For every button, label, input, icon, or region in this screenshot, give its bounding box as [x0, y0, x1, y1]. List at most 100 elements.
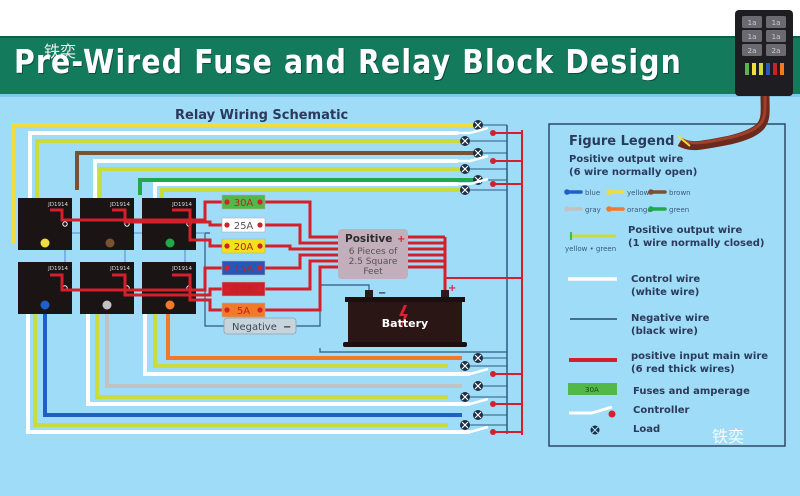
- fuse-amperage-label: 15A: [234, 264, 254, 275]
- load-icon: [473, 353, 483, 363]
- legend-color-swatch-dot: [564, 206, 570, 212]
- load-icon: [473, 381, 483, 391]
- load-icon: [473, 410, 483, 420]
- legend-title: Figure Legend: [569, 134, 674, 149]
- controller-switch: [455, 126, 522, 136]
- page-title: Pre-Wired Fuse and Relay Block Design: [14, 42, 683, 81]
- fuse-box-mini-fuses: [745, 63, 784, 75]
- load-icon: [460, 420, 470, 430]
- fuse-body: [221, 194, 266, 210]
- mini-fuse: [773, 63, 777, 75]
- load-icon: [460, 136, 470, 146]
- fuse: 25A: [221, 217, 266, 233]
- battery-lid: [345, 297, 465, 302]
- relay-label: JD1914: [109, 202, 130, 208]
- output-wire-bottom: [166, 300, 462, 360]
- fuse-terminal: [224, 307, 230, 313]
- legend-item-2-line1: Positive output wire: [628, 225, 742, 236]
- legend-color-name: yellow: [627, 189, 650, 197]
- legend-item-6-line1: Fuses and amperage: [633, 386, 750, 397]
- relay-terminal: [62, 221, 68, 227]
- load-icon: [460, 392, 470, 402]
- fuse-terminal: [224, 199, 230, 205]
- fuse-amperage-label: 25A: [234, 221, 254, 232]
- negative-label: Negative: [232, 322, 277, 333]
- output-wires-bottom: [26, 300, 470, 434]
- fuse-terminal: [257, 243, 263, 249]
- legend-item-8-line1: Load: [633, 424, 660, 435]
- fuse-to-positive-wire: [265, 265, 338, 312]
- negative-wire: [319, 348, 507, 353]
- relay-label: JD1914: [47, 266, 68, 272]
- fuse-box-slot-label: 2a: [772, 47, 781, 55]
- battery-label: Battery: [382, 317, 428, 330]
- fuse-box-slot: [766, 30, 786, 42]
- legend-color-name: green: [669, 206, 689, 214]
- positive-line2: 2.5 Square: [349, 257, 398, 267]
- relay-feed-wire: [112, 208, 222, 227]
- relay-output-terminal: [40, 238, 50, 248]
- relay-feed-wire: [50, 266, 222, 292]
- output-wire-top: [153, 182, 458, 210]
- load-icon: [460, 361, 470, 371]
- fuse-to-positive-wire: [265, 223, 338, 245]
- legend-color-name: gray: [585, 206, 601, 214]
- figure-legend: Figure Legend Positive output wire (6 wi…: [548, 123, 786, 447]
- legend-color-swatch-dot: [648, 189, 654, 195]
- legend-color-swatch-dot: [606, 189, 612, 195]
- output-wire-bottom: [153, 300, 448, 368]
- output-wire-bottom: [43, 300, 462, 417]
- mini-fuse: [759, 63, 763, 75]
- fuse-box-slot: [742, 30, 762, 42]
- positive-sign: +: [397, 234, 405, 245]
- positive-title: Positive: [345, 233, 392, 245]
- controller-switch: [455, 397, 522, 407]
- fuse-to-positive-wire: [265, 200, 338, 239]
- controller-switch: [455, 177, 522, 187]
- legend-item-3-line1: Control wire: [631, 274, 700, 285]
- relay-label: JD1914: [171, 202, 192, 208]
- controller-switch: [455, 154, 522, 164]
- fuse-terminal: [224, 243, 230, 249]
- legend-item-3-line2: (white wire): [631, 287, 699, 298]
- mini-fuse: [752, 63, 756, 75]
- wire-bundle-ends: [677, 135, 691, 147]
- output-wire-top: [28, 131, 458, 215]
- relay-output-terminal: [102, 300, 112, 310]
- battery-base: [343, 342, 467, 347]
- relay-output-terminal: [165, 238, 175, 248]
- fuse-box-slot: [766, 44, 786, 56]
- watermark: 铁奕: [44, 42, 77, 61]
- fuse-terminal: [224, 286, 230, 292]
- fuse-amperage-label: 10A: [234, 285, 254, 296]
- schematic-title: Relay Wiring Schematic: [175, 108, 348, 123]
- fuse-terminal: [224, 265, 230, 271]
- legend-controller-swatch: [569, 405, 613, 415]
- fuse: 10A: [221, 281, 266, 297]
- battery: − + Battery: [343, 283, 467, 347]
- fuse-box-slot: [742, 44, 762, 56]
- fuse-amperage-label: 5A: [237, 306, 250, 317]
- relay-output-terminal: [40, 300, 50, 310]
- negative-sign: −: [283, 322, 291, 333]
- fuse-box-slot: [742, 16, 762, 28]
- relay-label: JD1914: [109, 266, 130, 272]
- fuse-terminal: [257, 286, 263, 292]
- fuse-terminal: [257, 199, 263, 205]
- fuse-box-slot-label: 2a: [748, 47, 757, 55]
- fuse-box-slot-label: 1a: [772, 33, 781, 41]
- positive-line1: 6 Pieces of: [349, 247, 398, 257]
- legend-fuse-swatch: [568, 383, 617, 395]
- legend-color-name: blue: [585, 189, 600, 197]
- fuse-to-positive-wire: [265, 259, 338, 291]
- controller-switch: [455, 425, 522, 435]
- legend-item-4-line2: (black wire): [631, 326, 698, 337]
- fuse-terminal: [257, 222, 263, 228]
- relay-label: JD1914: [171, 266, 192, 272]
- fuse-body: [221, 260, 266, 276]
